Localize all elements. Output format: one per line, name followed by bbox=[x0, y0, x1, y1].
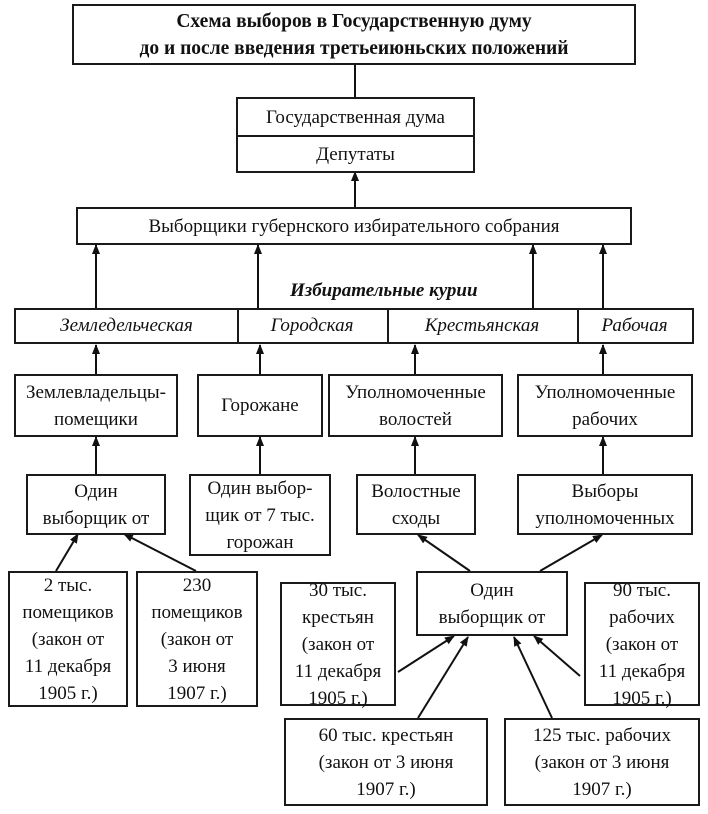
volost-reps-box: Уполномоченные волостей bbox=[328, 374, 503, 437]
arrow-worker1905-to-oneelector bbox=[533, 635, 581, 677]
quota-worker-1907-box: 125 тыс. рабочих (закон от 3 июня 1907 г… bbox=[504, 718, 700, 806]
curiae-label: Избирательные курии bbox=[290, 280, 478, 301]
curiae-row: Земледельческая Городская Крестьянская Р… bbox=[14, 308, 694, 344]
one-elector-city-box: Один выбор- щик от 7 тыс. горожан bbox=[189, 474, 331, 556]
reps-elections-box: Выборы уполномоченных bbox=[517, 474, 693, 535]
arrow-oneelector-to-assemblies bbox=[417, 534, 471, 572]
diagram-title: Схема выборов в Государственную думу до … bbox=[72, 4, 636, 65]
curia-divider bbox=[577, 310, 579, 342]
duma-box: Государственная дума bbox=[236, 97, 475, 137]
quota-peasant-1905-box: 30 тыс. крестьян (закон от 11 декабря 19… bbox=[280, 580, 396, 709]
curia-urban: Городская bbox=[270, 315, 354, 336]
arrow-worker1907-to-oneelector bbox=[513, 636, 553, 719]
volost-assemblies-box: Волостные сходы bbox=[356, 474, 476, 535]
arrow-land1907-to-oneland bbox=[123, 533, 197, 572]
one-elector-land-box: Один выборщик от bbox=[26, 474, 166, 535]
quota-land-1907-box: 230 помещиков (закон от 3 июня 1907 г.) bbox=[136, 571, 258, 707]
citizens-box: Горожане bbox=[197, 374, 323, 437]
arrow-peasant1905-to-oneelector bbox=[397, 635, 455, 673]
worker-reps-box: Уполномоченные рабочих bbox=[517, 374, 693, 437]
landowners-box: Землевладельцы- помещики bbox=[14, 374, 178, 437]
quota-land-1905-box: 2 тыс. помещиков (закон от 11 декабря 19… bbox=[8, 571, 128, 707]
curia-divider bbox=[387, 310, 389, 342]
curia-workers: Рабочая bbox=[601, 315, 668, 336]
one-elector-peasant-worker-box: Один выборщик от bbox=[416, 571, 568, 636]
electors-assembly-box: Выборщики губернского избирательного соб… bbox=[76, 207, 632, 245]
arrow-peasant1907-to-oneelector bbox=[417, 636, 469, 719]
arrow-land1905-to-oneland bbox=[55, 533, 79, 572]
curia-divider bbox=[237, 310, 239, 342]
quota-worker-1905-box: 90 тыс. рабочих (закон от 11 декабря 190… bbox=[584, 580, 700, 709]
deputies-box: Депутаты bbox=[236, 135, 475, 173]
quota-peasant-1907-box: 60 тыс. крестьян (закон от 3 июня 1907 г… bbox=[284, 718, 488, 806]
curia-peasant: Крестьянская bbox=[424, 315, 540, 336]
curia-agricultural: Земледельческая bbox=[60, 315, 193, 336]
arrow-oneelector-to-repselect bbox=[539, 534, 603, 572]
